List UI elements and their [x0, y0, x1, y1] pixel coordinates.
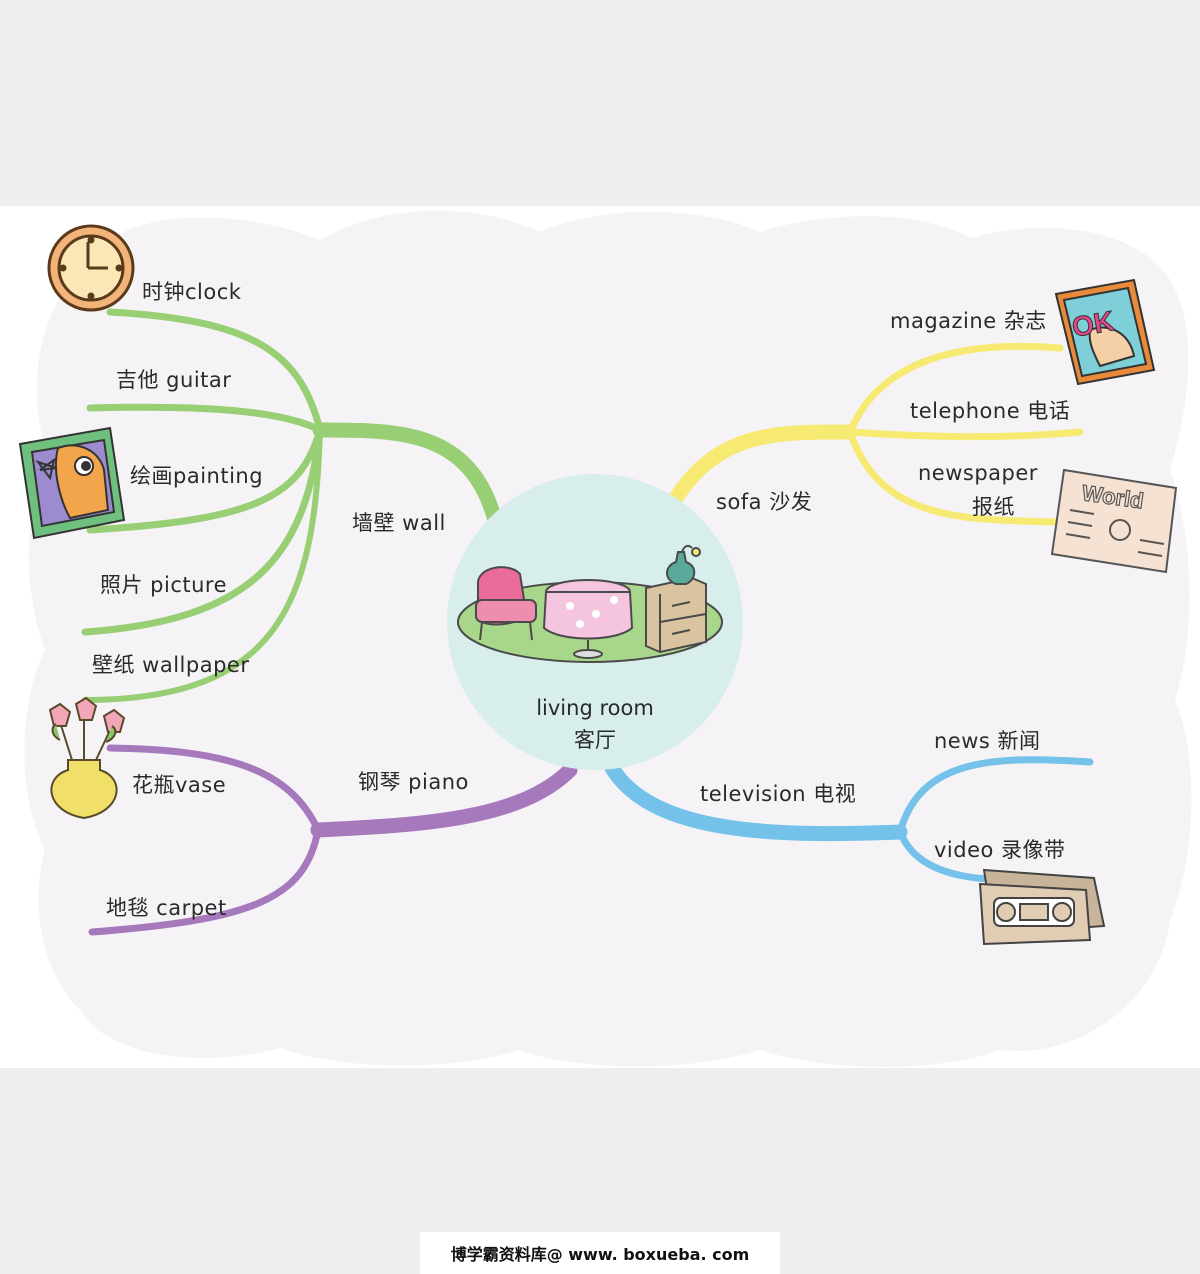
leaf-label-telephone: telephone 电话 [910, 399, 1071, 423]
newspaper-icon: World [1050, 468, 1178, 574]
leaf-label-newspaper-chinese: 报纸 [972, 495, 1015, 519]
leaf-label-video: video 录像带 [934, 838, 1066, 862]
footer-watermark: 博学霸资料库@ www. boxueba. com [420, 1232, 780, 1274]
magazine-icon: OK [1054, 278, 1156, 386]
branch-label-television: television 电视 [700, 782, 857, 806]
center-topic-english: living room [536, 696, 654, 720]
leaf-label-picture: 照片 picture [100, 573, 228, 597]
painting-icon [18, 426, 126, 540]
sofa-branch-lines [668, 342, 1084, 526]
wall-branch-lines [81, 308, 503, 703]
center-topic: living room 客厅 [495, 696, 695, 754]
branch-label-piano: 钢琴 piano [358, 770, 469, 794]
leaf-label-carpet: 地毯 carpet [106, 896, 227, 920]
vase-icon [48, 696, 126, 820]
leaf-label-vase: 花瓶vase [132, 773, 227, 797]
leaf-label-painting: 绘画painting [130, 464, 264, 488]
branch-label-sofa: sofa 沙发 [716, 490, 813, 514]
leaf-label-magazine: magazine 杂志 [890, 309, 1047, 333]
leaf-label-wallpaper: 壁纸 wallpaper [92, 653, 250, 677]
video-tape-icon [978, 868, 1106, 946]
leaf-label-newspaper: newspaper [918, 461, 1038, 485]
piano-branch-lines [88, 744, 578, 936]
leaf-label-guitar: 吉他 guitar [116, 368, 232, 392]
branch-label-wall: 墙壁 wall [352, 511, 446, 535]
leaf-label-clock: 时钟clock [142, 280, 242, 304]
leaf-label-news: news 新闻 [934, 729, 1041, 753]
center-topic-chinese: 客厅 [574, 728, 616, 752]
clock-icon [47, 224, 135, 312]
living-room-furniture-icon [457, 544, 723, 663]
